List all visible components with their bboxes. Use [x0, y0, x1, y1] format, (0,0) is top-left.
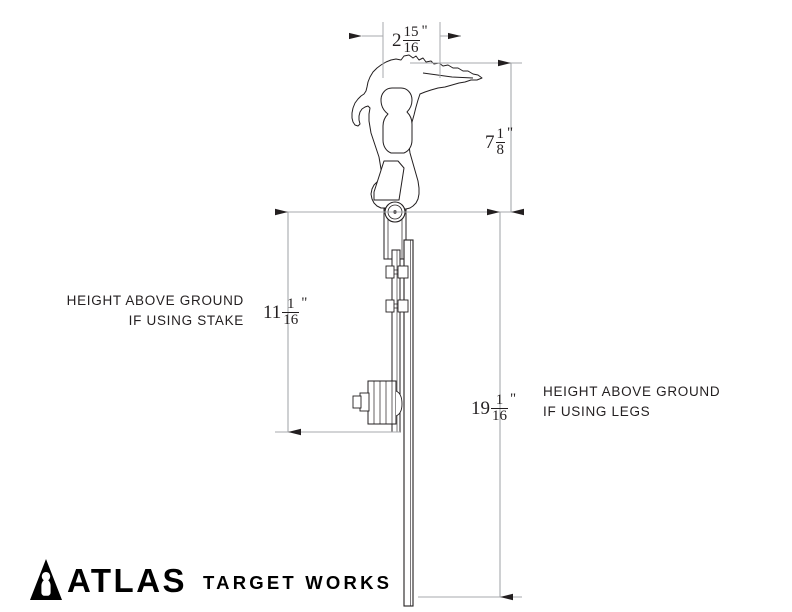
- dim-legs-height-whole: 19: [471, 398, 490, 420]
- dim-target-height-denominator: 8: [495, 142, 505, 159]
- note-stake: HEIGHT ABOVE GROUND IF USING STAKE: [52, 291, 244, 330]
- dim-target-height-unit: ": [507, 125, 514, 141]
- dim-stake-height-denominator: 16: [282, 312, 300, 329]
- dim-target-height-numerator: 1: [496, 126, 505, 142]
- main-post-bar: [403, 239, 414, 607]
- dim-label-target-width: 2 15 16 ": [392, 23, 428, 57]
- dim-stake-height-numerator: 1: [287, 296, 295, 312]
- brand-logo: ATLAS TARGET WORKS: [27, 557, 392, 603]
- dim-width-denominator: 16: [402, 40, 420, 57]
- dim-width-fraction: 15 16: [402, 24, 420, 57]
- dim-label-stake-height: 11 1 16 ": [263, 295, 308, 329]
- logo-brand-text: ATLAS: [67, 561, 188, 599]
- dim-legs-height-unit: ": [510, 391, 517, 407]
- dim-target-height-fraction: 1 8: [495, 126, 505, 159]
- dim-legs-height-numerator: 1: [495, 392, 504, 408]
- note-legs-line2: IF USING LEGS: [543, 403, 651, 419]
- dim-stake-height-fraction: 1 16: [282, 296, 300, 329]
- dim-width-whole: 2: [392, 30, 402, 52]
- dim-stake-height-whole: 11: [263, 302, 282, 324]
- mountain-peak-icon: [30, 559, 62, 600]
- upright-post-assembly: [352, 239, 414, 607]
- soldier-target-silhouette: [351, 54, 483, 210]
- rifle-barrel-line: [422, 72, 474, 79]
- clamp-block-assembly: [352, 380, 403, 425]
- clamp-saddle-curve: [395, 390, 403, 417]
- note-stake-line2: IF USING STAKE: [128, 312, 244, 328]
- dim-width-unit: ": [421, 23, 428, 39]
- logo-figure-cutout: [41, 572, 51, 596]
- clamp-block-body: [367, 380, 397, 425]
- dim-stake-height-unit: ": [301, 295, 308, 311]
- upper-fastener: [385, 265, 409, 279]
- pivot-hinge-assembly: [383, 201, 407, 260]
- dim-label-legs-height: 19 1 16 ": [471, 391, 517, 425]
- silhouette-head-torso-gap: [380, 87, 413, 154]
- dim-label-target-height: 7 1 8 ": [485, 125, 514, 159]
- lower-fastener: [385, 299, 409, 313]
- logo-mark-spacer: [27, 557, 69, 603]
- note-legs-line1: HEIGHT ABOVE GROUND: [543, 384, 721, 399]
- dimension-lines: [275, 32, 524, 601]
- dim-target-height-whole: 7: [485, 132, 495, 154]
- lower-bolt-head-left: [385, 299, 395, 313]
- dim-width-numerator: 15: [403, 24, 419, 40]
- silhouette-leg-gap: [373, 160, 405, 201]
- logo-tagline-text: TARGET WORKS: [203, 571, 393, 593]
- silhouette-outer-path: [351, 54, 483, 210]
- upper-bolt-head-left: [385, 265, 395, 279]
- dim-legs-height-fraction: 1 16: [491, 392, 508, 425]
- note-legs: HEIGHT ABOVE GROUND IF USING LEGS: [543, 382, 720, 421]
- lower-bolt-nut-right: [397, 299, 409, 313]
- dim-legs-height-denominator: 16: [491, 408, 508, 425]
- clamp-knob-head: [352, 395, 362, 409]
- upper-bolt-nut-right: [397, 265, 409, 279]
- note-stake-line1: HEIGHT ABOVE GROUND: [66, 293, 244, 308]
